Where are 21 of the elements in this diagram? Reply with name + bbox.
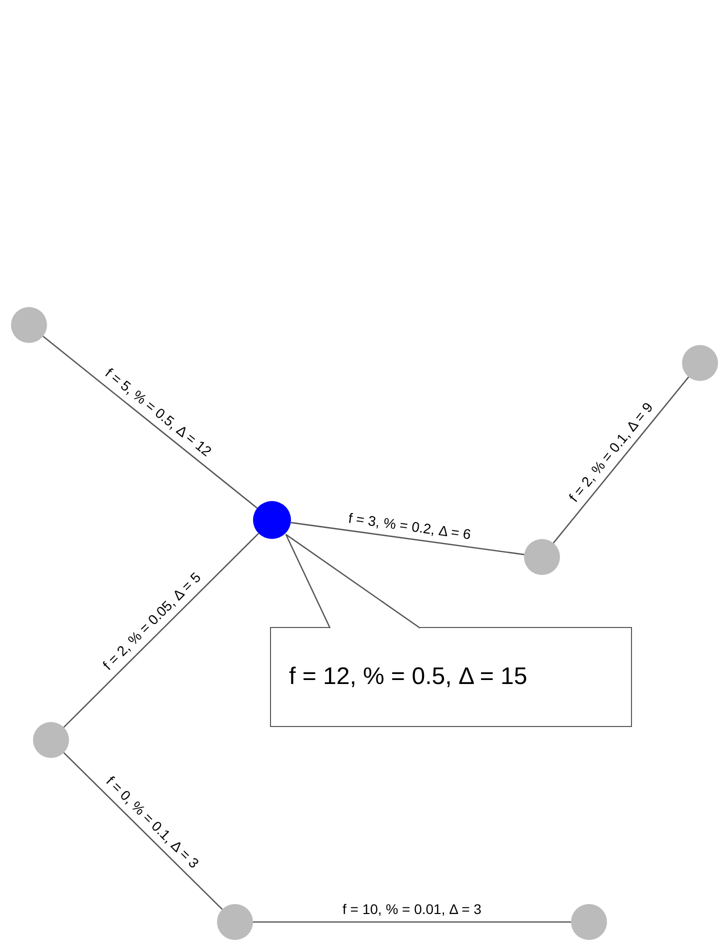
circle-node: [571, 904, 607, 940]
callout-tail: [285, 534, 331, 628]
connector-line: [42, 336, 258, 509]
edge-label: f = 3, % = 0.2, Δ = 6: [347, 509, 472, 542]
connector-line: [253, 921, 571, 923]
edge-label: f = 10, % = 0.01, Δ = 3: [342, 901, 482, 917]
circle-node: [217, 904, 253, 940]
circle-node: [33, 722, 69, 758]
circle-node: [253, 501, 291, 539]
callout-text: f = 12, % = 0.5, Δ = 15: [289, 663, 528, 691]
connector-line: [63, 532, 259, 728]
edge-label: f = 0, % = 0.1, Δ = 3: [102, 772, 202, 871]
connector-line: [552, 376, 690, 544]
circle-node: [11, 307, 47, 343]
circle-node: [524, 539, 560, 575]
edge-label: f = 2, % = 0.1, Δ = 9: [566, 398, 656, 505]
connector-line: [290, 522, 524, 556]
circle-node: [682, 345, 718, 381]
edge-label: f = 2, % = 0.05, Δ = 5: [100, 569, 204, 674]
connector-line: [63, 752, 223, 910]
edge-label: f = 5, % = 0.5, Δ = 12: [102, 364, 214, 460]
